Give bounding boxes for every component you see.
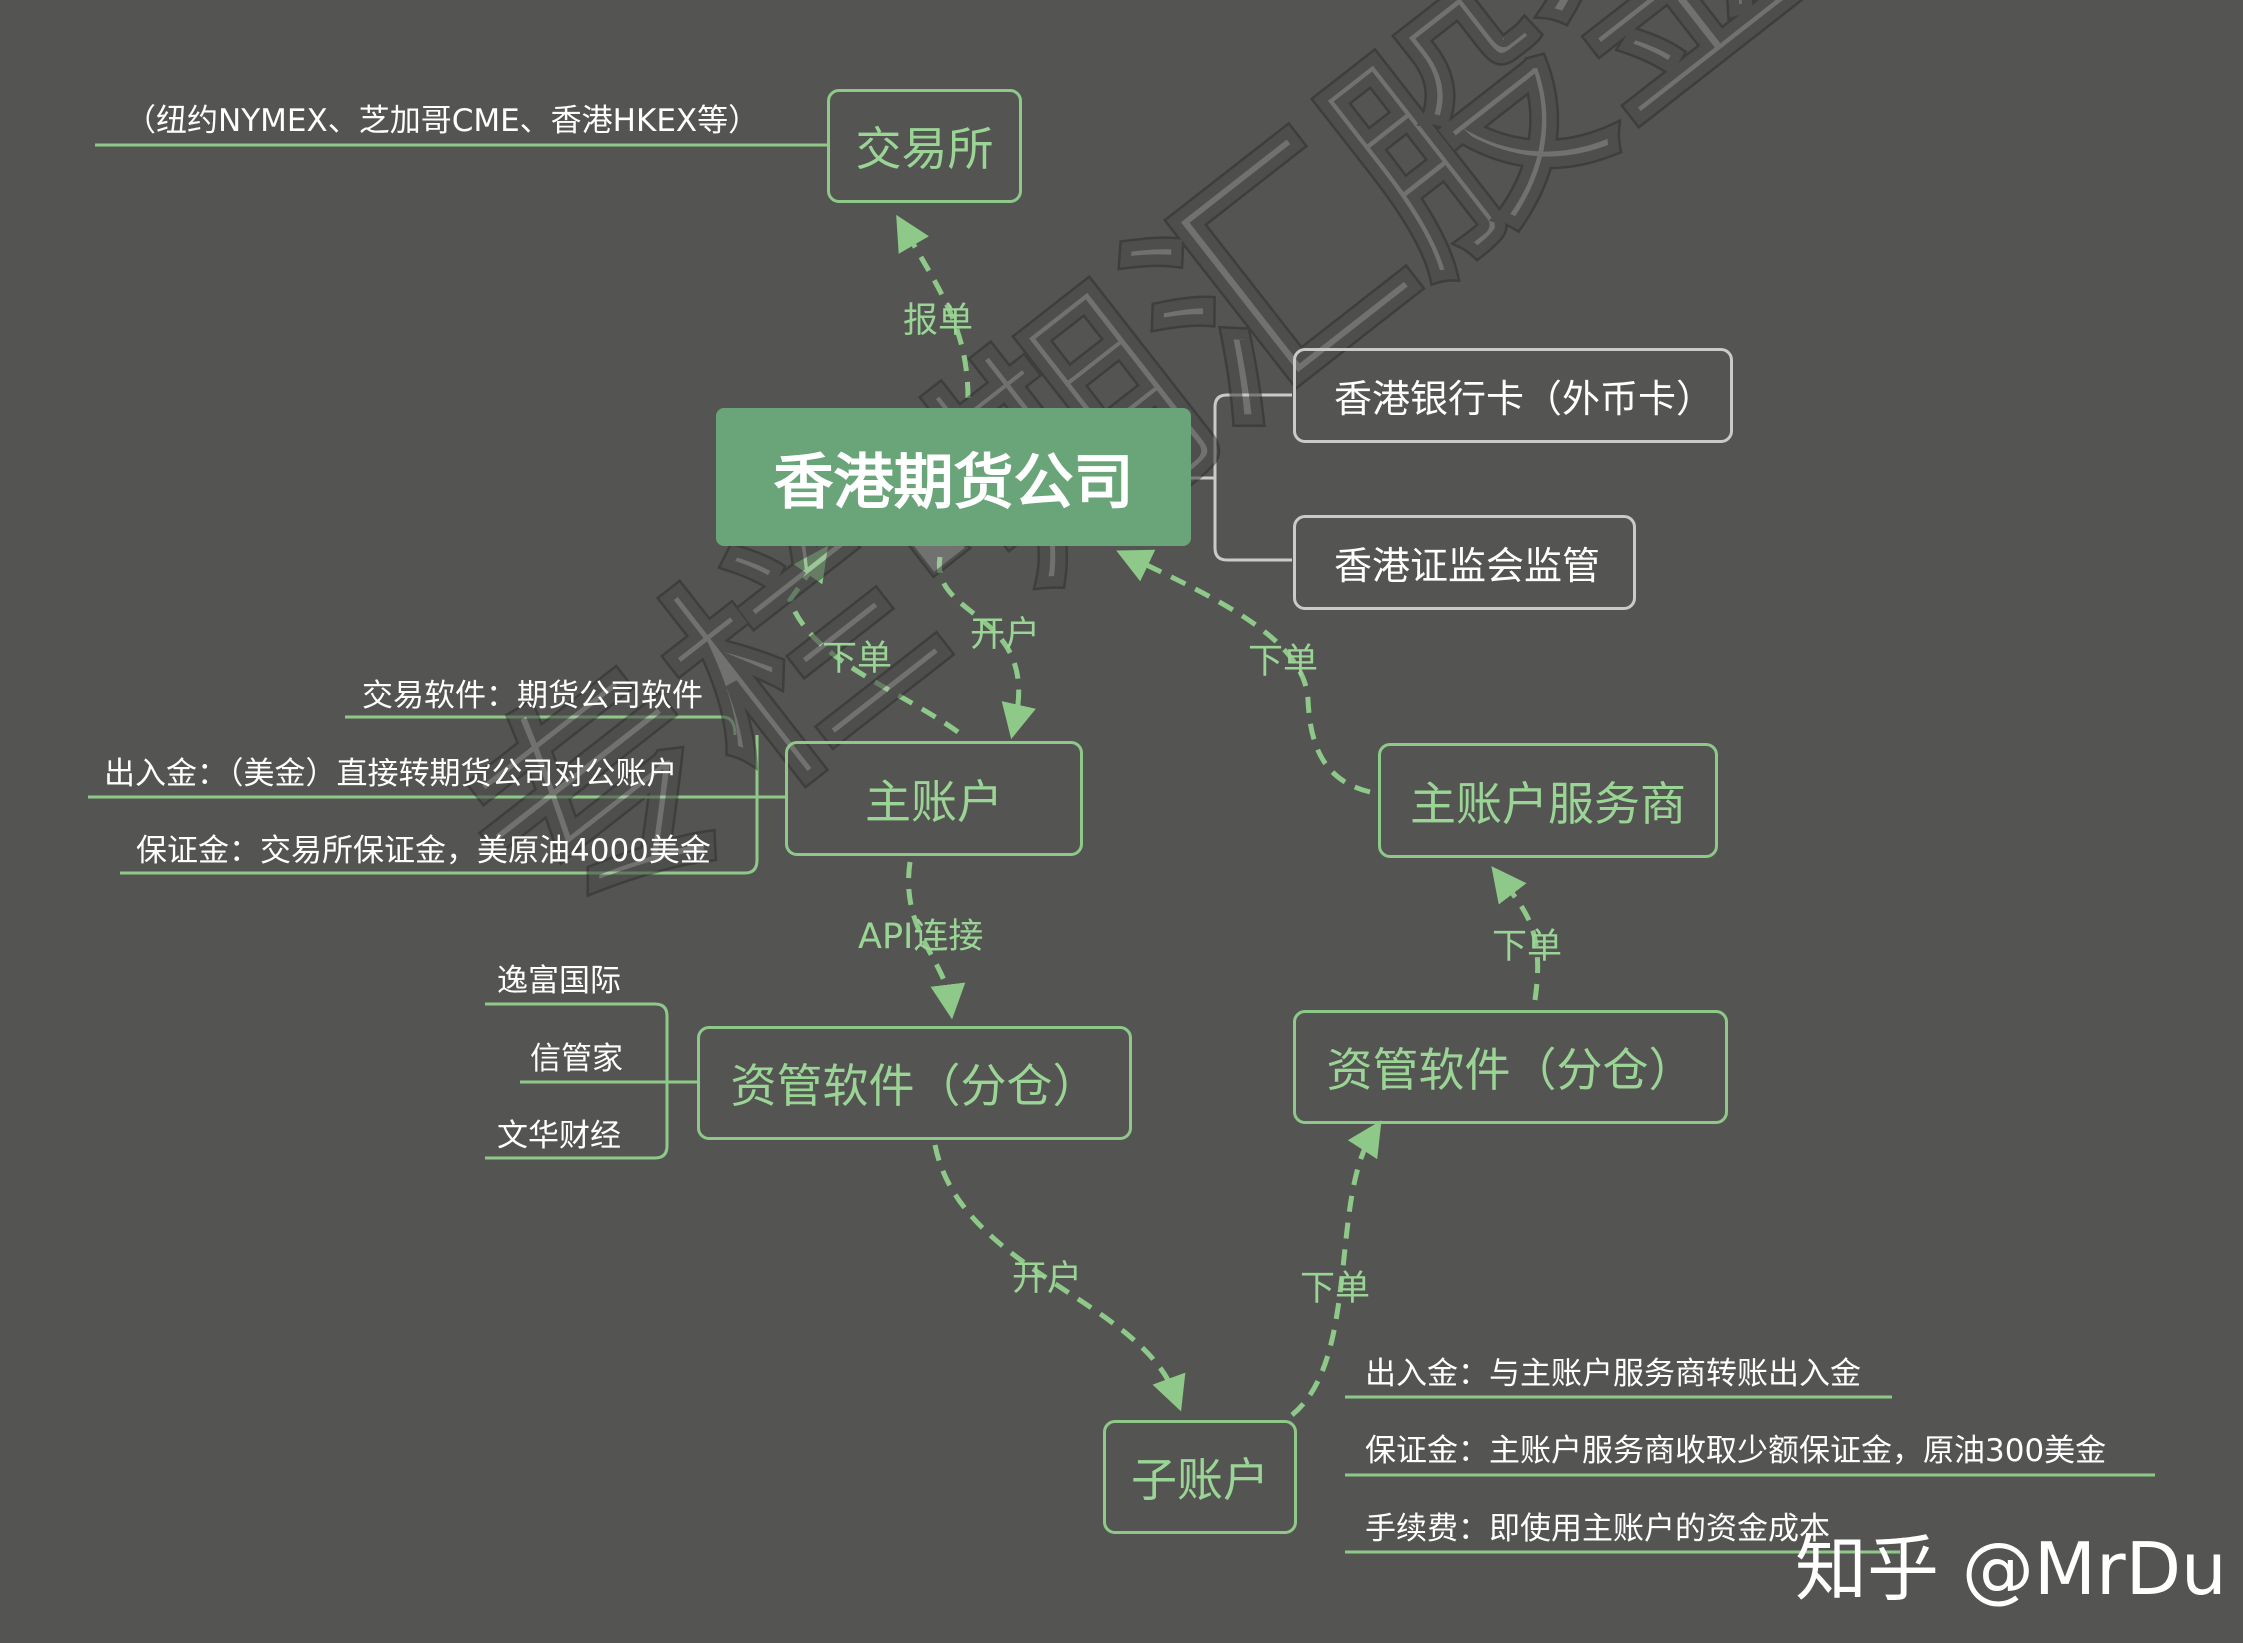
arrow-order-provider-to-hk bbox=[1116, 549, 1371, 795]
edge-label-open-1: 开户 bbox=[970, 615, 1041, 655]
main-note-software: 交易软件：期货公司软件 bbox=[362, 678, 703, 714]
sub-note-funds: 出入金：与主账户服务商转账出入金 bbox=[1365, 1356, 1861, 1392]
edge-label-order-1: 下单 bbox=[822, 639, 893, 679]
underline-sw-yifu bbox=[485, 1002, 669, 1017]
arrow-api-main-to-sw bbox=[906, 861, 966, 1020]
brand-mark: 知乎 @MrDu bbox=[1795, 1527, 2227, 1611]
arrow-open-hk-to-main bbox=[936, 556, 1036, 740]
software-wenhua: 文华财经 bbox=[497, 1118, 621, 1154]
main-note-margin: 保证金：交易所保证金，美原油4000美金 bbox=[136, 833, 711, 869]
bracket-hk-futures-right bbox=[1190, 393, 1292, 562]
underline-sw-wenhua bbox=[485, 1016, 669, 1160]
arrow-order-main-to-hk bbox=[787, 545, 960, 735]
node-sub-account[interactable]: 子账户 bbox=[1103, 1420, 1297, 1534]
node-exchange[interactable]: 交易所 bbox=[827, 89, 1022, 203]
software-yifu: 逸富国际 bbox=[497, 963, 621, 999]
exchange-note: （纽约NYMEX、芝加哥CME、香港HKEX等） bbox=[125, 103, 760, 139]
node-asset-software-right[interactable]: 资管软件（分仓） bbox=[1293, 1010, 1728, 1124]
software-xinguanjia: 信管家 bbox=[530, 1041, 623, 1077]
node-main-account-provider[interactable]: 主账户服务商 bbox=[1378, 743, 1718, 858]
sub-note-margin: 保证金：主账户服务商收取少额保证金，原油300美金 bbox=[1365, 1433, 2107, 1469]
node-main-account[interactable]: 主账户 bbox=[785, 741, 1083, 856]
node-asset-software-left[interactable]: 资管软件（分仓） bbox=[697, 1026, 1132, 1140]
edge-label-order-2: 下单 bbox=[1248, 642, 1319, 682]
node-hk-bank-card[interactable]: 香港银行卡（外币卡） bbox=[1293, 348, 1733, 443]
edge-label-open-2: 开户 bbox=[1012, 1259, 1083, 1299]
node-hk-futures-company[interactable]: 香港期货公司 bbox=[716, 408, 1191, 546]
edge-label-api: API连接 bbox=[858, 917, 984, 957]
arrow-report bbox=[896, 214, 971, 399]
sub-note-fee: 手续费：即使用主账户的资金成本 bbox=[1365, 1511, 1830, 1547]
underline-note-software bbox=[345, 715, 737, 736]
edge-label-report: 报单 bbox=[903, 301, 974, 341]
edge-label-order-3: 下单 bbox=[1492, 927, 1563, 967]
arrow-order-sub-to-sw bbox=[1290, 1120, 1382, 1417]
underline-note-margin bbox=[120, 735, 759, 875]
arrow-order-sw-to-provider bbox=[1491, 866, 1541, 1001]
node-hk-sfc[interactable]: 香港证监会监管 bbox=[1293, 515, 1636, 610]
edge-label-order-4: 下单 bbox=[1300, 1269, 1371, 1309]
main-note-funds: 出入金：（美金）直接转期货公司对公账户 bbox=[104, 756, 678, 792]
